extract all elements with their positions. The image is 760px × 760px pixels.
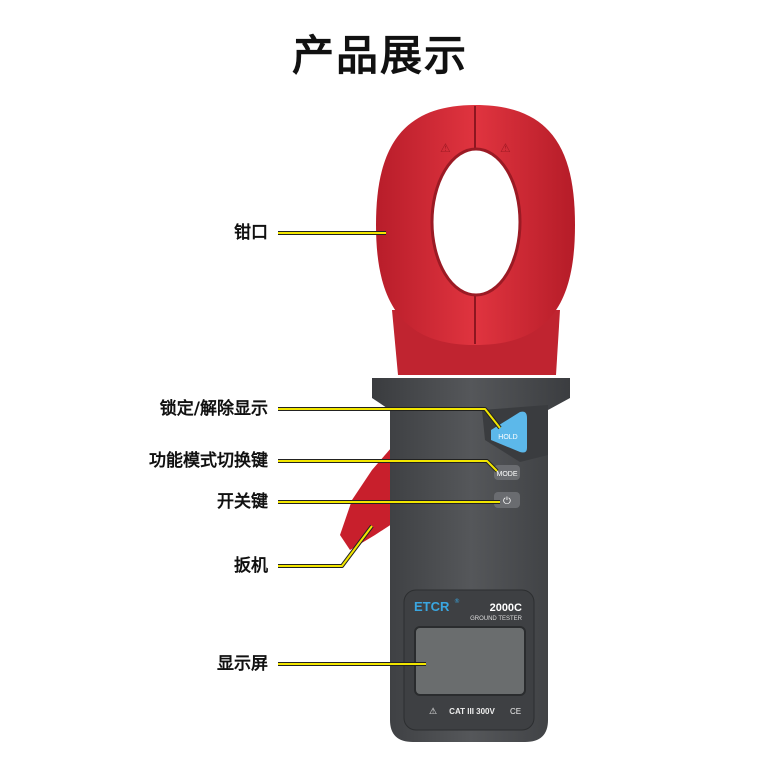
svg-text:CE: CE: [510, 707, 521, 716]
lcd-screen: [414, 626, 526, 696]
page-title: 产品展示: [291, 31, 468, 80]
label-mode: 功能模式切换键: [149, 451, 268, 471]
svg-text:®: ®: [454, 598, 460, 605]
hold-button[interactable]: HOLD: [491, 411, 527, 453]
power-icon: ⏻: [503, 496, 511, 507]
svg-text:⚠: ⚠: [440, 141, 451, 155]
svg-text:⚠: ⚠: [500, 141, 511, 155]
clamp-opening: [430, 147, 522, 297]
svg-text:⚠: ⚠: [429, 707, 437, 717]
svg-text:2000C: 2000C: [490, 602, 522, 614]
label-power: 开关键: [217, 492, 268, 512]
label-display: 显示屏: [217, 654, 268, 674]
svg-text:CAT III 300V: CAT III 300V: [449, 707, 495, 716]
callout-line-trigger: [278, 525, 373, 567]
label-jaw: 钳口: [234, 223, 268, 243]
label-hold: 锁定/解除显示: [159, 399, 268, 419]
svg-text:HOLD: HOLD: [498, 434, 517, 441]
power-button[interactable]: ⏻: [494, 492, 520, 508]
svg-text:MODE: MODE: [497, 471, 518, 478]
mode-button[interactable]: MODE: [494, 465, 520, 480]
trigger: [340, 440, 398, 550]
svg-text:ETCR: ETCR: [414, 599, 450, 614]
svg-text:GROUND TESTER: GROUND TESTER: [470, 616, 523, 622]
callout-line-hold: [278, 408, 501, 429]
label-trigger: 扳机: [234, 556, 268, 576]
callout-line-mode: [278, 460, 498, 472]
